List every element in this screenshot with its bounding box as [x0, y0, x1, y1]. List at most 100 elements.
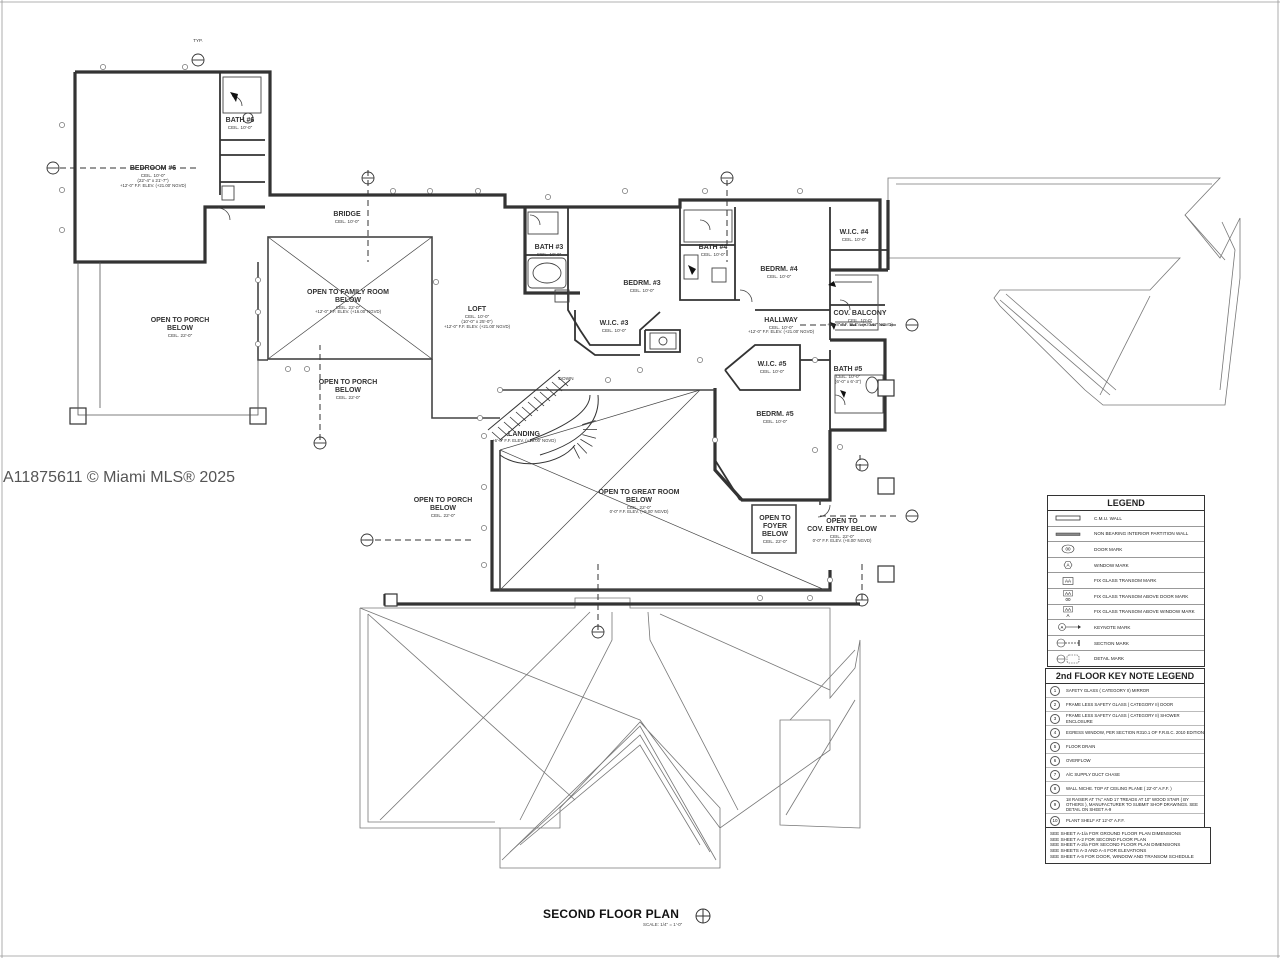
keynote-number: 5 [1050, 741, 1060, 752]
stair [487, 369, 599, 465]
partition-walls [219, 72, 888, 501]
stair-down-label: DOWN [558, 377, 574, 382]
door-window-mark [427, 188, 433, 194]
door-window-mark [497, 387, 503, 393]
room-label-bedrm5: BEDRM. #5 CEIL. 10'-0" [756, 411, 794, 425]
door-window-mark [285, 366, 291, 372]
svg-text:AA: AA [1065, 607, 1071, 612]
svg-text:00: 00 [1065, 547, 1071, 552]
door-window-mark [637, 367, 643, 373]
door-window-mark [757, 595, 763, 601]
svg-text:00: 00 [1065, 597, 1071, 602]
keynote-number: 1 [1050, 685, 1060, 696]
section-lines [60, 167, 900, 630]
keynote-title: 2nd FLOOR KEY NOTE LEGEND [1046, 669, 1204, 684]
sheet-note: SEE SHEET A-1/a FOR GROUND FLOOR PLAN DI… [1050, 831, 1182, 836]
room-label-loft: LOFT CEIL. 10'-0" (10'-0" x 25'-0") +12'… [443, 306, 511, 329]
balcony-rail [835, 274, 879, 331]
keynote-number: 3 [1050, 713, 1060, 724]
door-window-mark [255, 277, 261, 283]
door-window-mark [100, 64, 106, 70]
drawing-title: SECOND FLOOR PLAN [543, 907, 680, 921]
stair-tread [580, 438, 593, 447]
door-window-mark [837, 444, 843, 450]
svg-text:AA: AA [1065, 591, 1071, 596]
keynote-text: A/C SUPPLY DUCT CHASE [1066, 771, 1120, 777]
door-window-mark [827, 577, 833, 583]
stair-tread [582, 420, 596, 426]
roof-south [359, 597, 861, 869]
keynote-text: EGRESS WINDOW, PER SECTION R310.1 OF F.R… [1066, 729, 1205, 735]
room-label-balcony: COV. BALCONY CEIL. 10'-0" +11'-8" F.F. E… [827, 310, 893, 328]
svg-text:A: A [1061, 625, 1064, 630]
legend-text: WINDOW MARK [1094, 562, 1129, 568]
keynote-text: PLANT SHELF AT 12'-0" A.F.F. [1066, 818, 1125, 824]
door-window-mark [304, 366, 310, 372]
room-label-foyer-open: OPEN TO FOYER BELOW CEIL. 22'-0" [759, 515, 791, 545]
legend-symbol-icon [1048, 528, 1088, 540]
keynote-row: 7 A/C SUPPLY DUCT CHASE [1046, 768, 1204, 782]
legend-rows: C.M.U. WALL NON BEARING INTERIOR PARTITIO… [1048, 511, 1204, 666]
stair-tread [557, 376, 569, 387]
stair-tread [521, 406, 533, 417]
room-label-great-open: OPEN TO GREAT ROOM BELOW CEIL. 22'-0" 0'… [598, 489, 680, 515]
legend-symbol-icon: 00 [1048, 543, 1088, 555]
drawing-title-block: SECOND FLOOR PLAN SCALE: 1/4" = 1'-0" [543, 907, 682, 927]
door-window-mark [797, 188, 803, 194]
door-window-mark [812, 357, 818, 363]
note-rows: SEE SHEET A-1/a FOR GROUND FLOOR PLAN DI… [1050, 831, 1206, 860]
north-arrow-icon [695, 908, 711, 924]
room-label-wic5: W.I.C. #5 CEIL. 10'-0" [757, 361, 787, 375]
keynote-text: OVERFLOW [1066, 757, 1091, 763]
door-leafs [230, 92, 846, 398]
legend-row: C.M.U. WALL [1048, 511, 1204, 527]
room-label-hallway: HALLWAY CEIL. 10'-0" +12'-0" F.F. ELEV. … [747, 317, 815, 335]
room-label-porch-open-3: OPEN TO PORCH BELOW CEIL. 22'-0" [413, 497, 473, 519]
sheet-note: SEE SHEET A-2/a FOR SECOND FLOOR PLAN DI… [1050, 842, 1181, 848]
legend-row: SECTION MARK [1048, 636, 1204, 652]
stair-tread [582, 434, 597, 439]
door-window-mark [477, 415, 483, 421]
keynote-number: 8 [1050, 783, 1060, 794]
door-window-mark [59, 187, 65, 193]
room-label-bath3: BATH #3 CEIL. 10'-0" [534, 244, 564, 258]
keynote-number: 7 [1050, 769, 1060, 780]
room-label-bedrm3: BEDRM. #3 CEIL. 10'-0" [623, 280, 661, 294]
room-label-entry-open: OPEN TO COV. ENTRY BELOW CEIL. 22'-0" 0'… [807, 518, 877, 544]
stair-treads [491, 376, 598, 459]
room-label-bedroom6: BEDROOM #6 CEIL. 10'-0" (22'-4" x 21'-7"… [119, 165, 187, 188]
svg-text:A: A [1066, 563, 1069, 568]
room-label-bedrm4: BEDRM. #4 CEIL. 10'-0" [760, 266, 798, 280]
room-label-wic3: W.I.C. #3 CEIL. 10'-0" [599, 320, 629, 334]
door-window-mark [697, 357, 703, 363]
door-window-mark [702, 188, 708, 194]
legend-symbol-icon [1048, 637, 1088, 649]
keynote-text: FRAME LESS SAFETY GLASS ( CATEGORY II) D… [1066, 701, 1174, 707]
legend-text: FIX GLASS TRANSOM ABOVE DOOR MARK [1094, 593, 1189, 599]
legend-text: C.M.U. WALL [1094, 515, 1122, 521]
door-window-mark [622, 188, 628, 194]
room-label-porch-open-1: OPEN TO PORCH BELOW CEIL. 22'-0" [150, 317, 210, 339]
stair-tread [491, 431, 503, 442]
sheet-note: SEE SHEET A-5 FOR DOOR, WINDOW AND TRANS… [1050, 853, 1194, 859]
svg-text:A: A [1066, 613, 1069, 618]
door-window-marks [59, 64, 843, 601]
legend-text: KEYNOTE MARK [1094, 624, 1131, 630]
legend-row: NON BEARING INTERIOR PARTITION WALL [1048, 527, 1204, 543]
legend-symbol-icon [1048, 653, 1088, 665]
legend-text: FIX GLASS TRANSOM MARK [1094, 578, 1157, 584]
sheet-note: SEE SHEET A-2 FOR SECOND FLOOR PLAN [1050, 836, 1147, 842]
keynote-number: 2 [1050, 699, 1060, 710]
stair-tread [551, 381, 563, 392]
sheet-note: SEE SHEETS A-3 AND A-4 FOR ELEVATIONS [1050, 848, 1147, 854]
stair-tread [509, 416, 521, 427]
room-label-porch-open-2: OPEN TO PORCH BELOW CEIL. 22'-0" [318, 379, 378, 401]
